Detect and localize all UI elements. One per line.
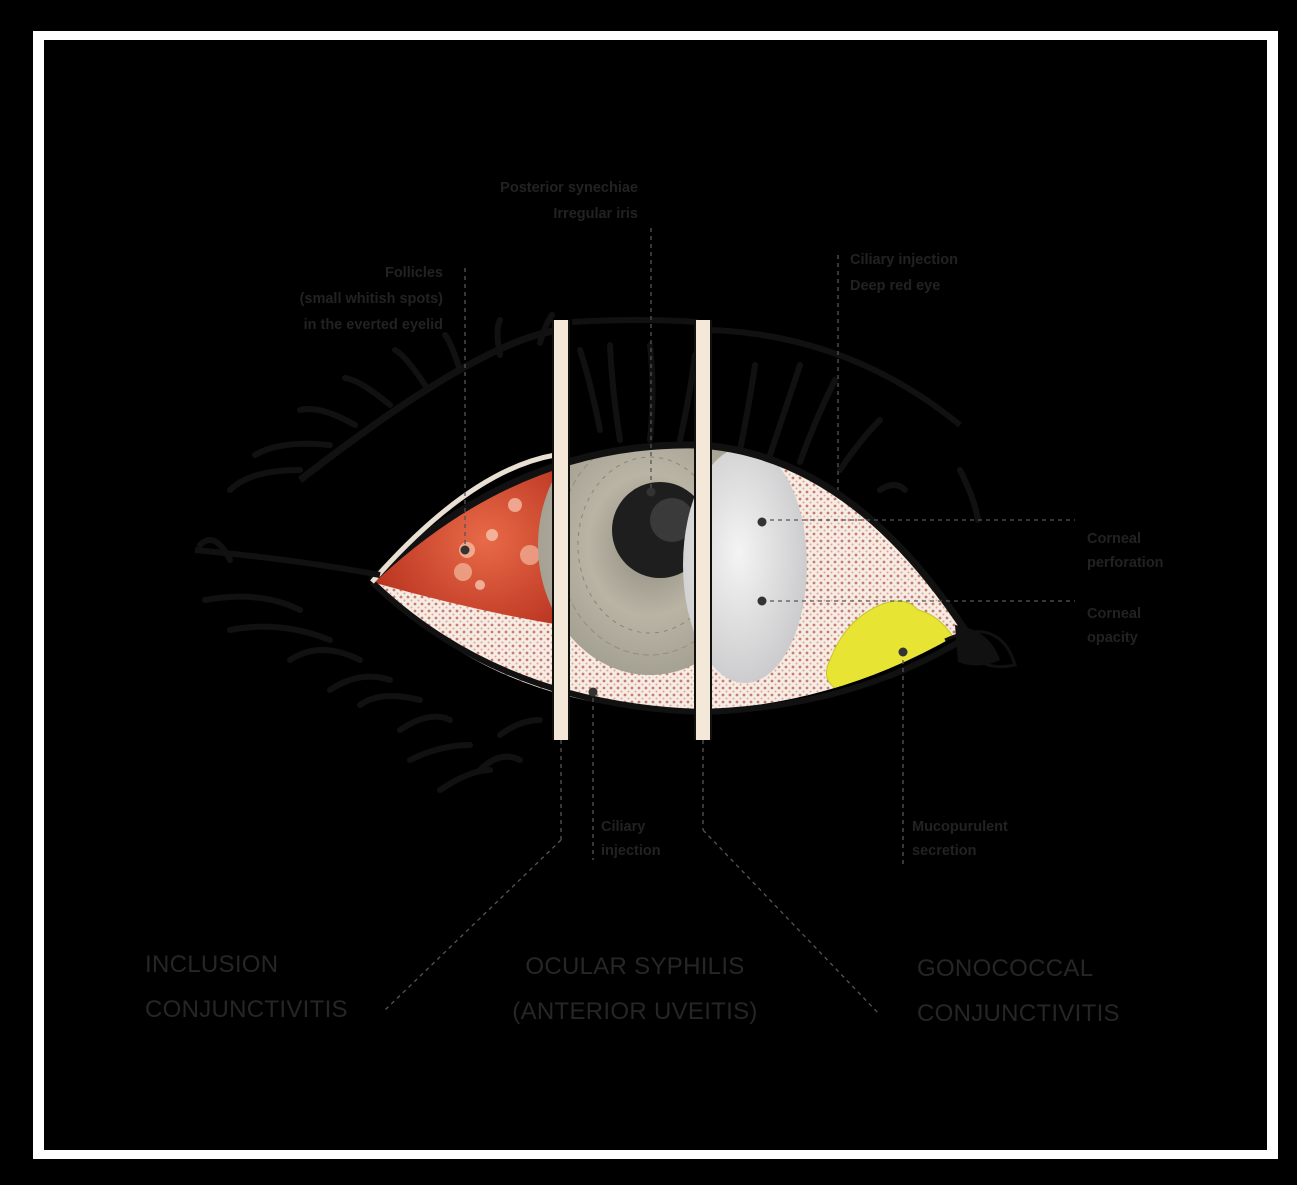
slice-separator-left (553, 320, 569, 740)
label-follicles: Follicles (small whitish spots) in the e… (250, 260, 443, 338)
caption-gonococcal-conjunctivitis: GONOCOCCAL CONJUNCTIVITIS (917, 946, 1177, 1036)
caption-ocular-syphilis: OCULAR SYPHILIS (ANTERIOR UVEITIS) (490, 944, 780, 1034)
label-mucopurulent-secretion: Mucopurulent secretion (912, 815, 1052, 863)
label-ciliary-injection-bottom: Ciliary injection (601, 815, 701, 863)
label-corneal-opacity: Corneal opacity (1087, 602, 1207, 650)
label-corneal-perforation: Corneal perforation (1087, 527, 1207, 575)
slice-separator-right (695, 320, 711, 740)
label-posterior-synechiae: Posterior synechiae Irregular iris (440, 175, 638, 227)
label-ciliary-injection-top: Ciliary injection Deep red eye (850, 247, 1050, 299)
eye-interior (360, 415, 990, 730)
caption-inclusion-conjunctivitis: INCLUSION CONJUNCTIVITIS (145, 942, 405, 1032)
